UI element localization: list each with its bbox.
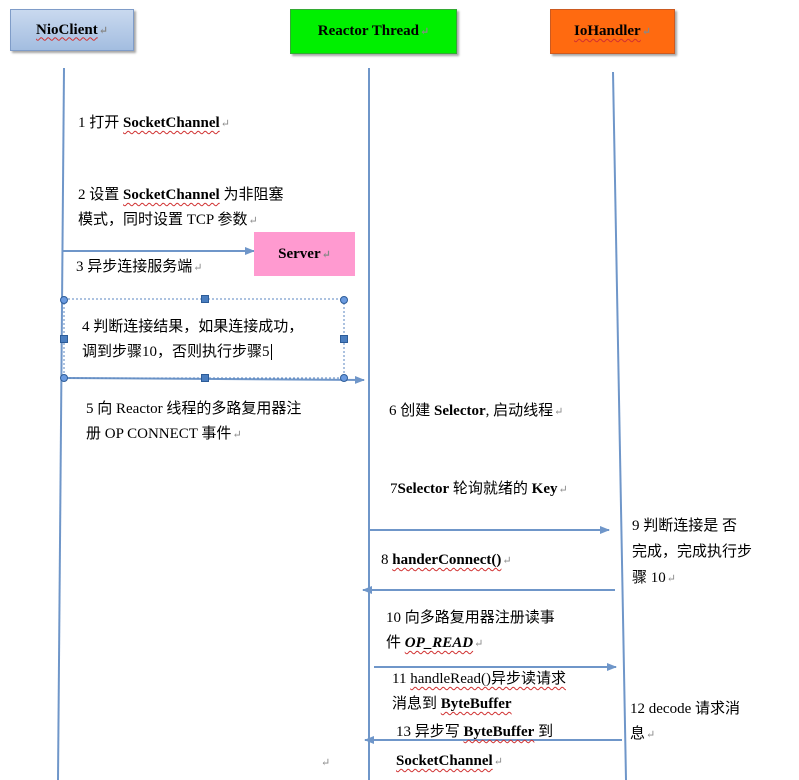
step-keyword: OP_READ — [404, 635, 474, 651]
step-number: 4 — [82, 319, 90, 335]
step-keyword: Selector — [434, 403, 486, 419]
step-text: 息 — [630, 726, 646, 742]
step-number: 3 — [76, 259, 84, 275]
step-11-note[interactable]: 11 handleRead()异步读请求 消息到 ByteBuffer — [392, 667, 566, 717]
actor-nioclient[interactable]: NioClient↵ — [10, 9, 134, 51]
step-text: 判断连接是 否 — [643, 518, 738, 534]
step-text: 模式，同时设置 TCP 参数 — [78, 212, 248, 228]
step-text: 完成，完成执行步 — [632, 544, 753, 560]
step-number: 11 — [392, 671, 407, 687]
step-7-note[interactable]: 7Selector 轮询就绪的 Key↵ — [390, 481, 568, 497]
text-cursor: ​ — [270, 344, 272, 360]
step-text: 调到步骤10，否则执行步骤5 — [82, 344, 270, 360]
iohandler-lifeline — [612, 71, 627, 780]
step-text: 骤 10 — [632, 570, 666, 586]
actor-iohandler-label: IoHandler — [574, 23, 641, 39]
step-text: handleRead()异步读请求 — [410, 671, 566, 687]
actor-reactor-thread[interactable]: Reactor Thread↵ — [290, 9, 457, 54]
step-keyword: SocketChannel — [123, 115, 220, 131]
step-keyword: ByteBuffer — [463, 724, 535, 740]
actor-reactor-label: Reactor Thread — [317, 23, 420, 39]
step-text: 异步写 — [414, 724, 464, 740]
step-keyword: handerConnect() — [392, 552, 502, 568]
step-number: 8 — [381, 552, 389, 568]
step-text: 册 OP CONNECT 事件 — [86, 426, 232, 442]
step-10-note[interactable]: 10 向多路复用器注册读事 件 OP_READ↵ — [386, 610, 555, 651]
step-text: , 启动线程 — [485, 403, 554, 419]
actor-nioclient-label: NioClient — [36, 21, 98, 38]
step-keyword: SocketChannel — [123, 187, 220, 203]
server-box[interactable]: Server↵ — [254, 232, 355, 276]
step-text: 向多路复用器注册读事 — [404, 610, 555, 626]
step-number: 12 — [630, 701, 645, 717]
step-text: 件 — [386, 635, 405, 651]
selection-handle[interactable] — [340, 296, 348, 304]
step-5-note[interactable]: 5 向 Reactor 线程的多路复用器注 册 OP CONNECT 事件↵ — [86, 401, 302, 442]
selection-handle[interactable] — [201, 374, 209, 382]
step-2-note[interactable]: 2 设置 SocketChannel 为非阻塞 模式，同时设置 TCP 参数↵ — [78, 187, 284, 228]
nioclient-lifeline — [57, 67, 65, 780]
step-text: 创建 — [400, 403, 435, 419]
step-text: 向 Reactor 线程的多路复用器注 — [97, 401, 302, 417]
step-keyword: SocketChannel — [396, 753, 493, 769]
step-text: 打开 — [89, 115, 124, 131]
step-text: 到 — [534, 724, 554, 740]
step-text: 异步连接服务端 — [87, 259, 193, 275]
selection-handle[interactable] — [340, 335, 348, 343]
step-number: 6 — [389, 403, 397, 419]
step-keyword: Key — [531, 481, 558, 497]
actor-iohandler[interactable]: IoHandler↵ — [550, 9, 675, 54]
step-number: 7 — [390, 481, 398, 497]
step-8-note[interactable]: 8 handerConnect()↵ — [381, 552, 512, 568]
step-3-note[interactable]: 3 异步连接服务端↵ — [76, 259, 203, 275]
step-number: 10 — [386, 610, 401, 626]
step-4-note[interactable]: 4 判断连接结果，如果连接成功， 调到步骤10，否则执行步骤5​ — [82, 315, 303, 365]
step-number: 5 — [86, 401, 94, 417]
selection-handle[interactable] — [60, 374, 68, 382]
selection-handle[interactable] — [60, 335, 68, 343]
step-number: 1 — [78, 115, 86, 131]
step-keyword: ByteBuffer — [440, 696, 512, 712]
step-6-note[interactable]: 6 创建 Selector, 启动线程↵ — [389, 403, 564, 419]
step-keyword: Selector — [397, 481, 450, 497]
step-number: 13 — [396, 724, 411, 740]
selection-handle[interactable] — [201, 295, 209, 303]
selection-handle[interactable] — [340, 374, 348, 382]
step-9-note[interactable]: 9 判断连接是 否 完成，完成执行步 骤 10↵ — [632, 518, 753, 586]
selection-handle[interactable] — [60, 296, 68, 304]
step-text: decode 请求消 — [648, 701, 740, 717]
step-text: 为非阻塞 — [223, 187, 284, 203]
step-1-note[interactable]: 1 打开 SocketChannel↵ — [78, 115, 230, 131]
step-12-note[interactable]: 12 decode 请求消 息↵ — [630, 701, 740, 742]
server-label: Server — [278, 245, 321, 262]
step-number: 9 — [632, 518, 640, 534]
step-text: 轮询就绪的 — [449, 481, 532, 497]
step-13-note[interactable]: 13 异步写 ByteBuffer 到 SocketChannel↵ — [396, 724, 554, 769]
step-text: 消息到 — [392, 696, 441, 712]
step-text: 判断连接结果，如果连接成功， — [93, 319, 304, 335]
paragraph-mark: ↵ — [321, 757, 331, 769]
step-number: 2 — [78, 187, 86, 203]
step-text: 设置 — [89, 187, 124, 203]
